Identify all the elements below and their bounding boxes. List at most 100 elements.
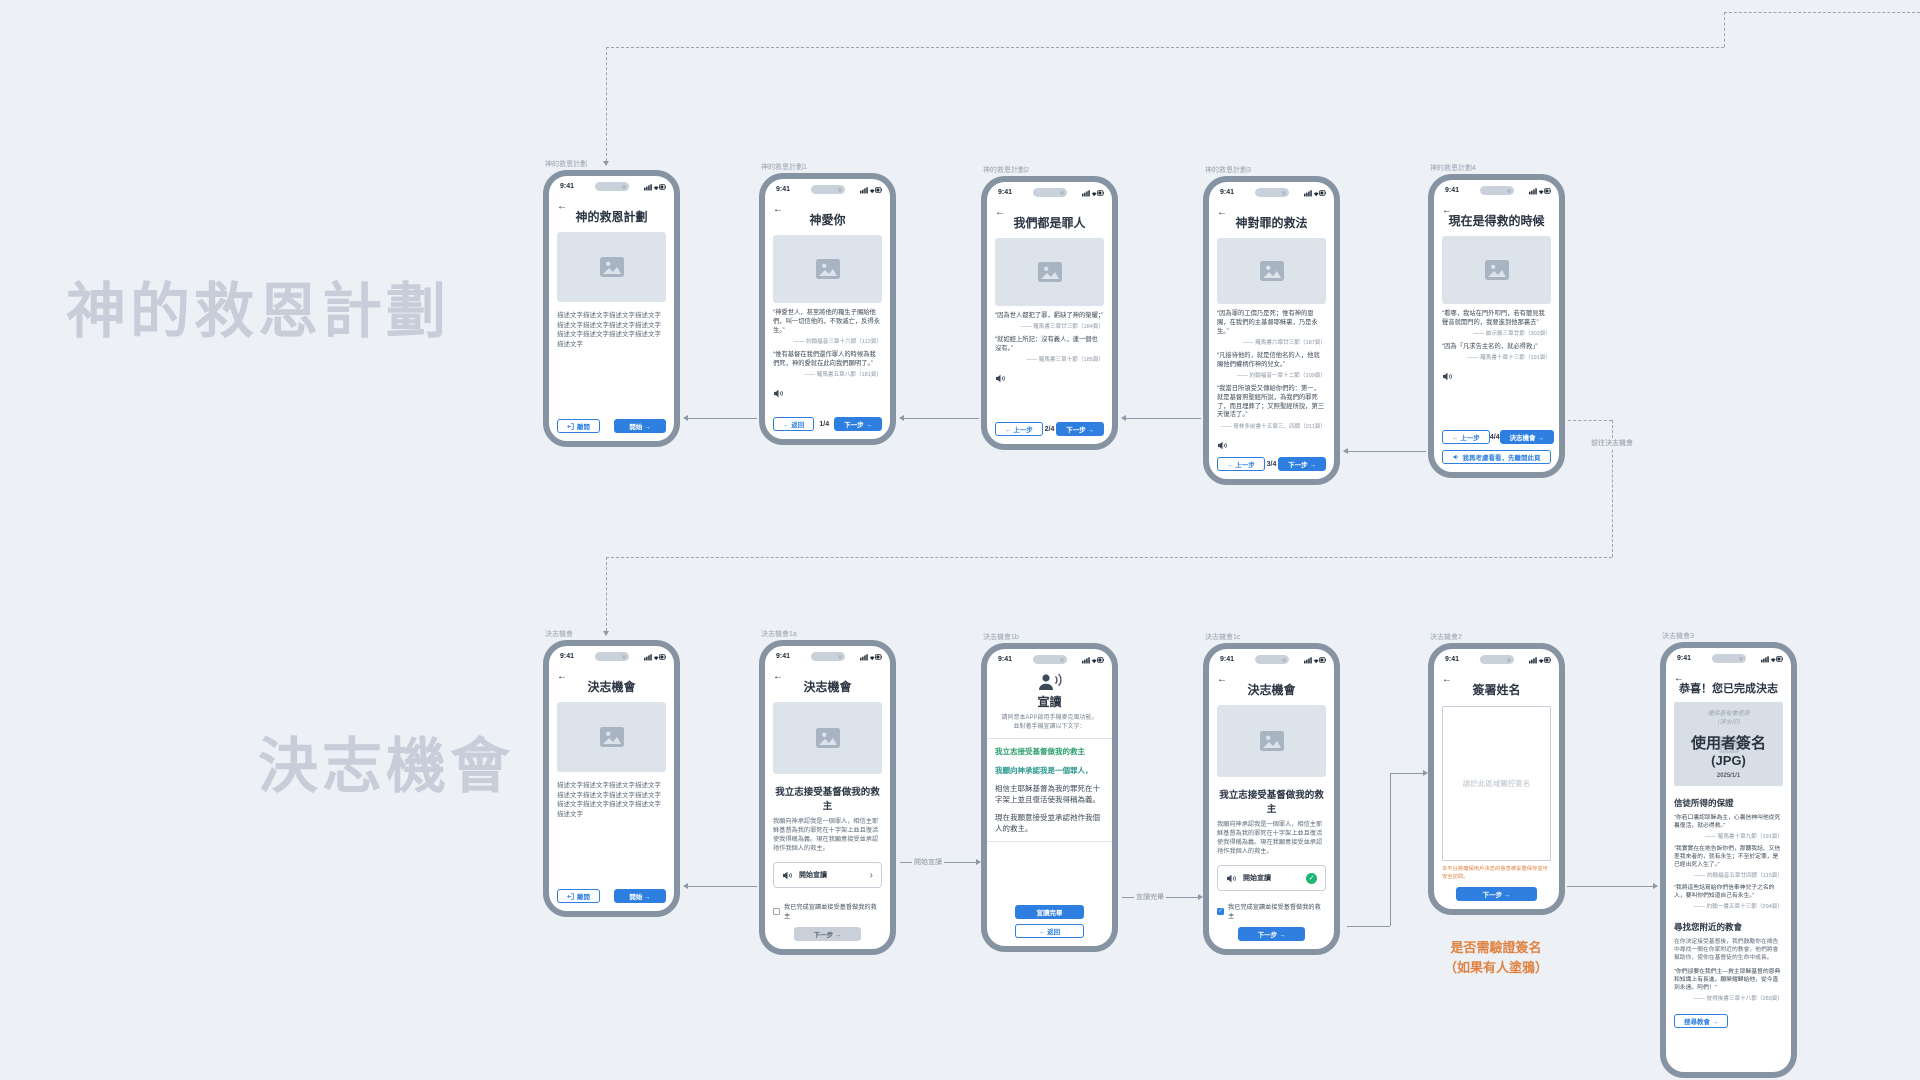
phone-decision-unread: 9:41 ← 決志機會 我立志接受基督做我的救主 我願向神承認我是一個罪人，相信…	[759, 640, 896, 955]
flow-arrowhead	[1343, 448, 1348, 454]
flow-line	[1124, 418, 1201, 419]
speaker-icon[interactable]	[773, 385, 882, 403]
back-button[interactable]: ← 返回	[773, 417, 815, 431]
frame-tag: 神的救恩計劃4	[1430, 165, 1476, 172]
status-time: 9:41	[998, 189, 1013, 196]
back-arrow-icon[interactable]: ←	[557, 201, 567, 212]
scripture-quote: “因為「凡求告主名的，就必得救」”	[1442, 343, 1538, 351]
speaker-icon	[1227, 874, 1236, 882]
back-arrow-icon[interactable]: ←	[1442, 674, 1452, 685]
connector-label-finish-reading: 宣讀完畢	[1134, 892, 1166, 902]
frame-tag: 神的救恩計劃3	[1205, 167, 1251, 174]
next-button[interactable]: 下一步 →	[834, 417, 882, 431]
flow-connector	[1724, 12, 1920, 13]
decision-button[interactable]: 決志機會 →	[1499, 430, 1554, 444]
next-button[interactable]: 下一步 →	[1456, 887, 1537, 901]
speaker-icon	[783, 871, 792, 879]
image-icon	[1259, 731, 1284, 751]
frame-tag: 神的救恩計劃1	[761, 164, 807, 171]
back-arrow-icon[interactable]: ←	[773, 671, 783, 682]
scripture-citation: —— 約翰福音五章廿四節（115頁）	[1694, 873, 1783, 880]
leave-button[interactable]: 離開	[557, 889, 600, 903]
start-reading-card[interactable]: 開始宣讀 ✓	[1217, 865, 1326, 891]
scripture-quote: “因為世人都犯了罪，虧缺了神的榮耀；”	[995, 312, 1104, 319]
signature-image: 僅供基甸會使用 （浮水印） 使用者簽名 (JPG) 2025/1/1	[1674, 702, 1783, 786]
status-bar: 9:41	[1674, 653, 1783, 664]
back-button[interactable]: ← 上一步	[1442, 430, 1490, 444]
scripture-quote: “惟有基督在我們還作罪人的時候為我們死，神的愛就在此向我們顯明了。”	[773, 350, 876, 367]
scripture-citation: —— 羅馬書五章八節（181頁）	[803, 371, 882, 378]
signature-format-label: (JPG)	[1711, 753, 1746, 768]
back-button[interactable]: ← 上一步	[1217, 457, 1265, 471]
exit-icon	[567, 422, 574, 430]
start-button[interactable]: 開始 →	[614, 419, 666, 433]
chevron-right-icon: ›	[869, 869, 873, 881]
image-placeholder	[1217, 238, 1326, 304]
scripture-citation: —— 羅馬書三章十節（185頁）	[1025, 357, 1104, 364]
back-arrow-icon[interactable]: ←	[773, 204, 783, 215]
frame-tag: 決志機會1b	[983, 634, 1019, 641]
status-bar: 9:41	[557, 651, 666, 662]
next-button[interactable]: 下一步 →	[1056, 422, 1104, 436]
back-arrow-icon[interactable]: ←	[1442, 205, 1452, 216]
speaker-icon[interactable]	[1442, 368, 1551, 386]
flow-arrowhead	[976, 859, 981, 865]
status-icons	[1082, 184, 1104, 202]
flow-line	[1390, 773, 1426, 774]
status-icons	[1529, 182, 1551, 200]
flow-arrowhead	[1653, 883, 1658, 889]
scripture-citation: —— 羅馬書十章九節（191頁）	[1704, 833, 1783, 840]
scripture-quote: “就如經上所記：沒有義人，連一個也沒有。”	[995, 336, 1098, 353]
exit-icon	[567, 892, 574, 900]
status-time: 9:41	[1445, 656, 1460, 663]
back-arrow-icon[interactable]: ←	[1674, 673, 1684, 684]
speaker-icon[interactable]	[995, 370, 1104, 388]
image-icon	[1484, 260, 1509, 280]
flow-line	[686, 886, 757, 887]
image-placeholder	[557, 232, 666, 302]
image-icon	[599, 727, 624, 747]
image-icon	[1259, 261, 1284, 281]
speaker-icon[interactable]	[1217, 437, 1326, 455]
scripture-citation: —— 彼得後書三章十八節（289頁）	[1693, 995, 1783, 1002]
back-arrow-icon[interactable]: ←	[1217, 674, 1227, 685]
back-button[interactable]: ← 上一步	[995, 422, 1043, 436]
flow-line	[1567, 886, 1656, 887]
back-arrow-icon[interactable]: ←	[1217, 207, 1227, 218]
back-button[interactable]: ← 返回	[1014, 924, 1085, 938]
confirm-checkbox-checked[interactable]: ✓	[1217, 907, 1224, 915]
flow-connector	[1568, 420, 1612, 421]
annotation-verify-signature: 是否需驗證簽名 （如果有人塗鴉）	[1396, 938, 1596, 978]
frame-tag: 決志機會	[545, 631, 573, 638]
section-title-salvation-plan: 神的救恩計劃	[66, 278, 450, 345]
privacy-note: 本平台將確保用戶決志的信息被妥善保存並可安全訪問。	[1442, 866, 1548, 880]
commitment-body: 我願向神承認我是一個罪人，相信主耶穌基督為我的罪死在十字架上並且復活使我得稱為義…	[1217, 821, 1323, 855]
status-time: 9:41	[560, 653, 575, 660]
back-arrow-icon[interactable]: ←	[995, 207, 1005, 218]
search-church-button[interactable]: 搜尋教會 →	[1674, 1013, 1729, 1028]
status-time: 9:41	[1220, 189, 1235, 196]
back-arrow-icon[interactable]: ←	[557, 671, 567, 682]
phone-decision-read: 9:41 ← 決志機會 我立志接受基督做我的救主 我願向神承認我是一個罪人，相信…	[1203, 643, 1340, 955]
flow-arrowhead	[603, 631, 609, 636]
status-bar: 9:41	[995, 187, 1104, 198]
confirm-checkbox[interactable]	[773, 907, 780, 915]
reconsider-button[interactable]: 我再考慮看看，先離開此頁	[1442, 450, 1551, 464]
image-icon	[815, 259, 840, 279]
phone-read-aloud: 9:41 宣讀 請同意本APP啟用手機麥克風功能，並對著手機宣讀以下文字： 我立…	[981, 643, 1118, 952]
next-button[interactable]: 下一步 →	[1278, 457, 1326, 471]
scripture-citation: —— 啟示錄三章廿節（302頁）	[1472, 331, 1551, 338]
flow-arrowhead	[683, 415, 688, 421]
status-bar: 9:41	[995, 654, 1104, 665]
next-button[interactable]: 下一步 →	[793, 927, 862, 941]
finish-reading-button[interactable]: 宣讀完畢	[1014, 905, 1085, 919]
script-line: 我願向神承認我是一個罪人，	[995, 765, 1093, 775]
annotation-line: 是否需驗證簽名	[1450, 940, 1542, 955]
next-button[interactable]: 下一步 →	[1237, 927, 1306, 941]
start-button[interactable]: 開始 →	[614, 889, 666, 903]
signature-pad[interactable]: 請於此區域觸控簽名	[1442, 706, 1551, 861]
start-reading-card[interactable]: 開始宣讀 ›	[773, 862, 882, 888]
page-title: 決志機會	[1247, 683, 1296, 697]
leave-button[interactable]: 離開	[557, 419, 600, 433]
notch	[594, 652, 629, 661]
